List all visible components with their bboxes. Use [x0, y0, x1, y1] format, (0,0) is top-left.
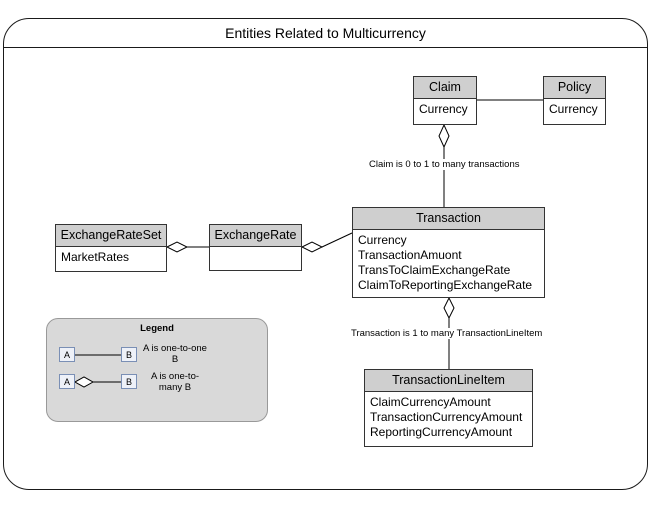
claim-diamond [438, 123, 450, 149]
entity-exchangerateset-field: MarketRates [61, 250, 130, 264]
legend-one-to-many-text: A is one-to-many B [150, 371, 200, 393]
legend-one-to-one-line [75, 354, 121, 356]
relationship-label-claim-transaction: Claim is 0 to 1 to many transactions [369, 159, 520, 170]
legend-box-b: B [121, 374, 137, 389]
transaction-diamond [443, 296, 455, 320]
entity-policy: Policy Currency [543, 76, 606, 125]
legend-title: Legend [140, 323, 174, 334]
relationship-label-transaction-lineitem: Transaction is 1 to many TransactionLine… [351, 328, 543, 339]
exchangerate-diamond [300, 241, 324, 253]
legend-one-to-one-text: A is one-to-one B [143, 343, 207, 365]
entity-transaction-field: Currency [358, 233, 407, 247]
entity-exchangerateset: ExchangeRateSet MarketRates [55, 224, 167, 272]
entity-transactionlineitem-name: TransactionLineItem [365, 370, 532, 392]
legend-box-a: A [59, 374, 75, 389]
entity-claim: Claim Currency [413, 76, 477, 125]
entity-transaction-name: Transaction [353, 208, 544, 230]
entity-transaction-field: TransactionAmuont [358, 248, 462, 262]
entity-policy-field: Currency [549, 102, 598, 116]
entity-claim-field: Currency [419, 102, 468, 116]
entity-transaction-field: TransToClaimExchangeRate [358, 263, 511, 277]
legend-box-b: B [121, 347, 137, 362]
entity-transactionlineitem-field: TransactionCurrencyAmount [370, 410, 523, 424]
legend: Legend A B A is one-to-one B A B A is on… [46, 318, 268, 422]
exchangerateset-diamond [165, 241, 189, 253]
entity-transactionlineitem-field: ClaimCurrencyAmount [370, 395, 491, 409]
entity-transaction: Transaction Currency TransactionAmuont T… [352, 207, 545, 298]
exchangerate-transaction-link [321, 232, 353, 248]
entity-transactionlineitem: TransactionLineItem ClaimCurrencyAmount … [364, 369, 533, 447]
legend-one-to-many-line [75, 376, 121, 388]
entity-claim-name: Claim [414, 77, 476, 99]
diagram-title: Entities Related to Multicurrency [4, 19, 647, 48]
entity-policy-name: Policy [544, 77, 605, 99]
entity-exchangerate: ExchangeRate [209, 224, 302, 271]
entity-transactionlineitem-field: ReportingCurrencyAmount [370, 425, 513, 439]
entity-exchangerate-name: ExchangeRate [210, 225, 301, 247]
entity-exchangerateset-name: ExchangeRateSet [56, 225, 166, 247]
entity-transaction-field: ClaimToReportingExchangeRate [358, 278, 533, 292]
legend-box-a: A [59, 347, 75, 362]
